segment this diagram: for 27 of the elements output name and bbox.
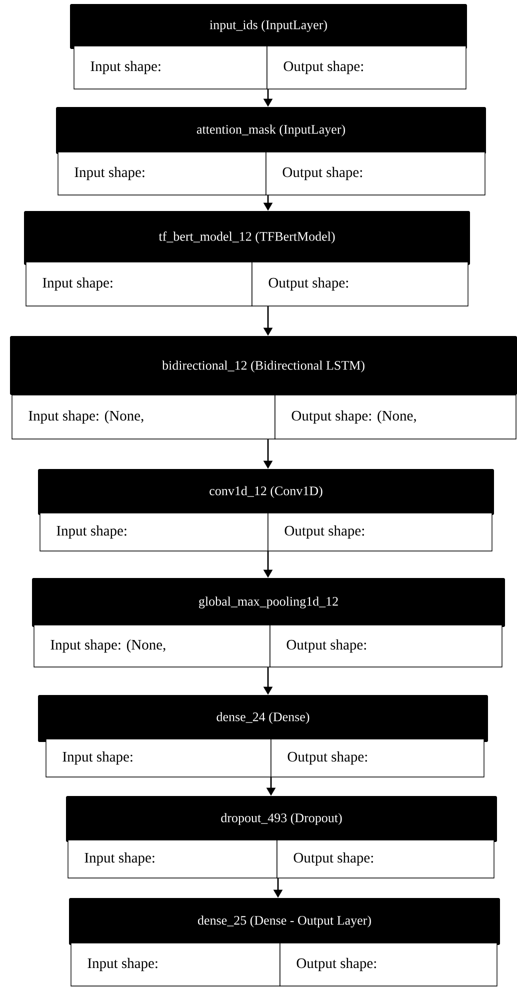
- shape-cell: Input shape:: [40, 512, 268, 552]
- shape-cell: Output shape:: [252, 262, 468, 306]
- layer-header: global_max_pooling1d_12: [32, 578, 505, 627]
- layer-header: tf_bert_model_12 (TFBertModel): [24, 211, 470, 265]
- shape-cell: Output shape:: [268, 512, 492, 552]
- layer-header: attention_mask (InputLayer): [56, 107, 486, 154]
- shape-cell: Output shape:: [270, 624, 502, 668]
- layer-header: dense_25 (Dense - Output Layer): [69, 898, 500, 945]
- shape-cell: Output shape:: [280, 942, 498, 986]
- layer-header: bidirectional_12 (Bidirectional LSTM): [10, 336, 517, 395]
- shape-cell: Output shape:: [266, 152, 486, 196]
- shape-cell: Input shape: (None,: [12, 394, 276, 440]
- shape-cell: Output shape:: [266, 46, 466, 90]
- shape-cell: Output shape: (None,: [274, 394, 516, 440]
- shape-cell: Input shape:: [68, 840, 278, 878]
- shape-cell: Input shape:: [26, 262, 252, 306]
- layer-header: dense_24 (Dense): [38, 695, 488, 742]
- shape-cell: Input shape:: [74, 46, 268, 90]
- shape-cell: Input shape:: [58, 152, 266, 196]
- layer-header: dropout_493 (Dropout): [66, 796, 497, 842]
- shape-cell: Input shape:: [70, 942, 280, 986]
- shape-cell: Input shape: (None,: [34, 624, 270, 668]
- layer-header: input_ids (InputLayer): [70, 4, 467, 49]
- shape-cell: Input shape:: [46, 738, 272, 778]
- layer-header: conv1d_12 (Conv1D): [38, 469, 494, 515]
- shape-cell: Output shape:: [270, 738, 484, 778]
- shape-cell: Output shape:: [276, 840, 494, 878]
